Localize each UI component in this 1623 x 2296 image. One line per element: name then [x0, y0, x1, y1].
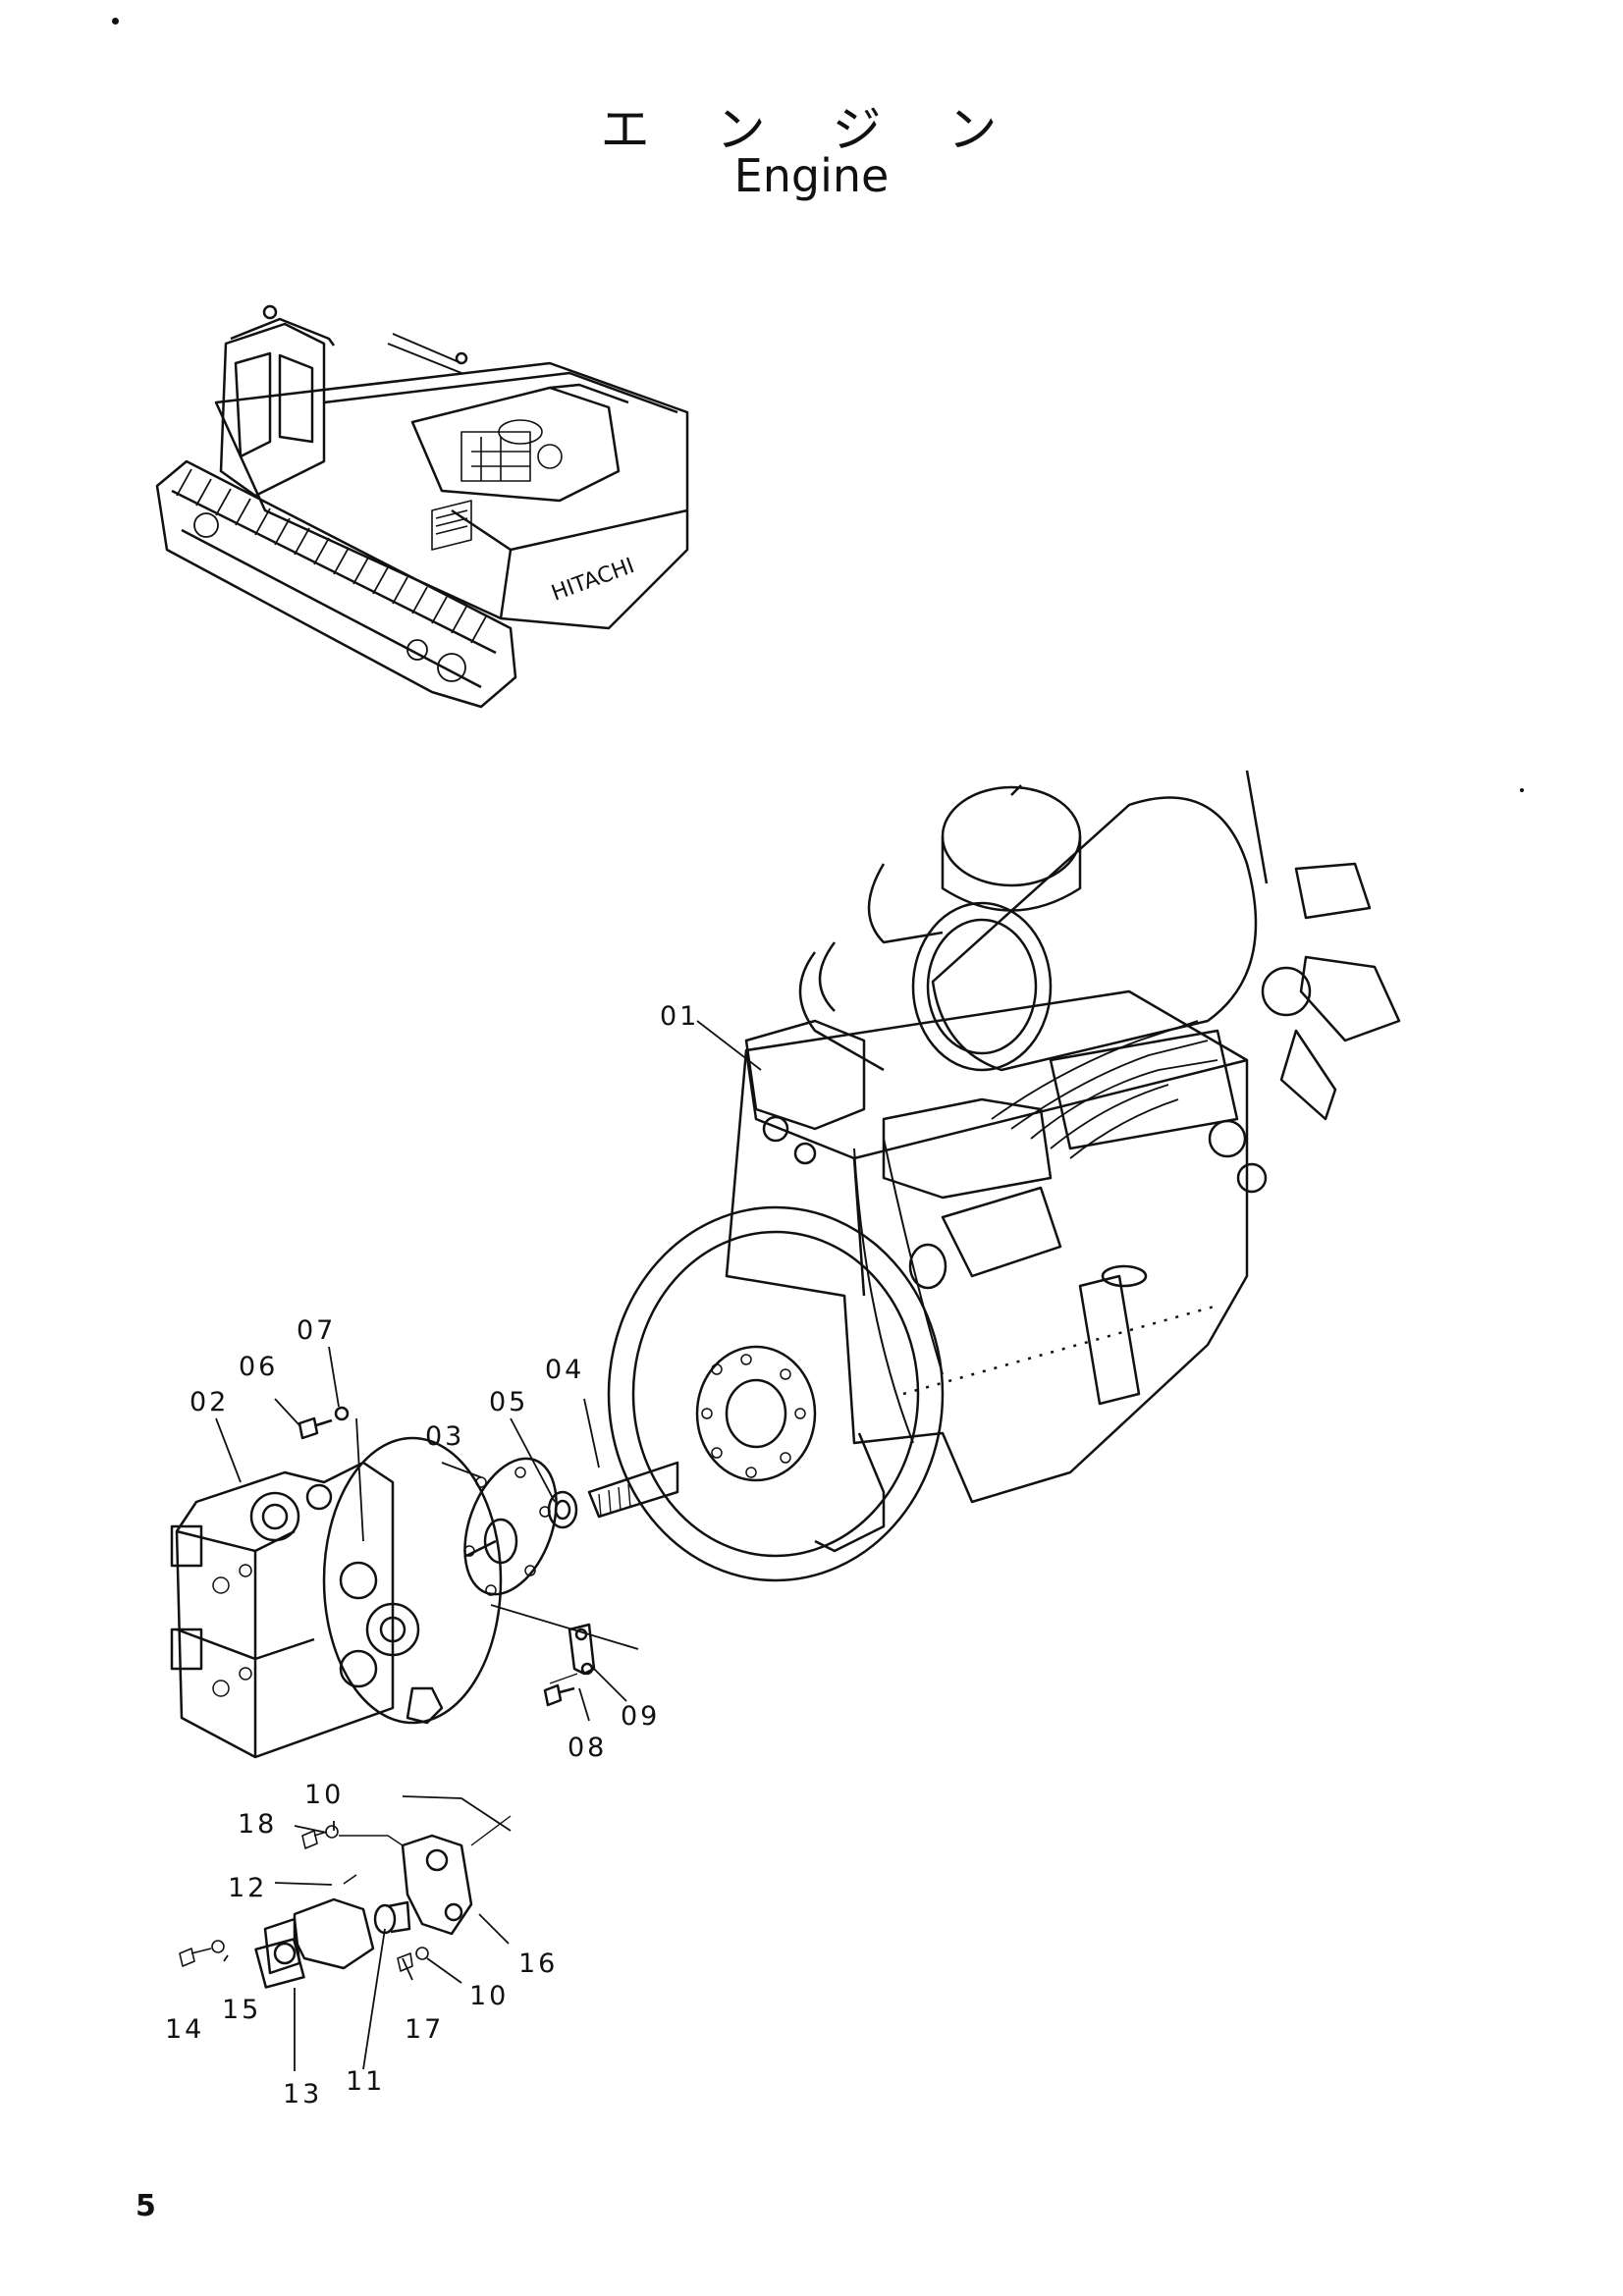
callout-10-lower: 10 [469, 1981, 510, 2011]
callout-03: 03 [425, 1421, 465, 1452]
page-title-english: Engine [733, 149, 890, 202]
callout-01: 01 [660, 1001, 700, 1032]
page-title-japanese: エ ン ジ ン [600, 101, 1023, 158]
callout-12: 12 [228, 1873, 268, 1903]
callout-07: 07 [297, 1315, 337, 1346]
engine-assembly [607, 770, 1401, 1582]
callout-13: 13 [283, 2079, 323, 2109]
callout-15: 15 [222, 1995, 262, 2025]
callout-04: 04 [545, 1355, 585, 1385]
excavator-illustration: HITACHI [155, 304, 689, 709]
pump-assembly [170, 1436, 503, 1759]
coupling-parts [463, 1457, 679, 1596]
gear-pump-group [179, 1815, 512, 1989]
callout-06: 06 [239, 1352, 279, 1382]
callout-10-upper: 10 [304, 1780, 345, 1810]
bullet-dot-top-left [112, 18, 119, 25]
callout-17: 17 [405, 2014, 445, 2045]
page-number: 5 [135, 2189, 156, 2223]
machine-brand-label: HITACHI [549, 554, 638, 607]
callout-09: 09 [621, 1701, 661, 1732]
callout-05: 05 [489, 1387, 529, 1417]
mounting-hardware [298, 1406, 596, 1707]
callout-02: 02 [189, 1387, 230, 1417]
callout-14: 14 [165, 2014, 205, 2045]
callout-08: 08 [568, 1733, 608, 1763]
leader-lines [215, 1020, 762, 2071]
callout-18: 18 [238, 1809, 278, 1840]
callout-11: 11 [346, 2066, 386, 2097]
bullet-dot-right [1520, 788, 1524, 792]
callout-16: 16 [518, 1949, 559, 1979]
